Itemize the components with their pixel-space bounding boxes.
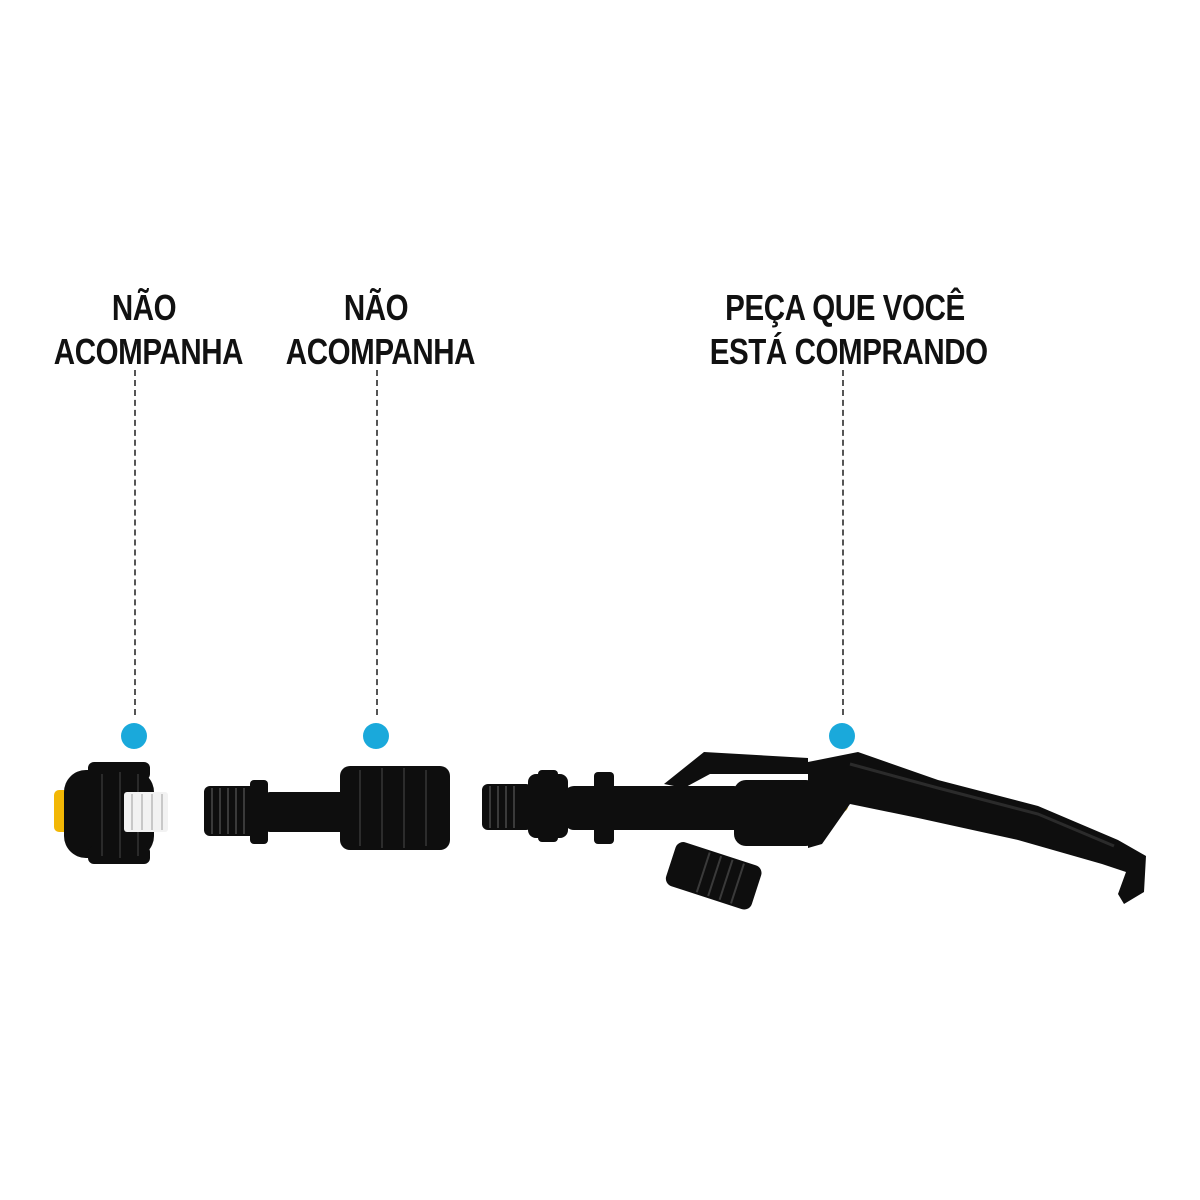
callout-label-nozzle: NÃO ACOMPANHA: [53, 286, 244, 374]
callout-line: ACOMPANHA: [53, 331, 244, 372]
marker-dot: [363, 723, 389, 749]
marker-dot: [121, 723, 147, 749]
guide-line: [134, 370, 136, 715]
callout-line: NÃO: [111, 287, 177, 328]
callout-label-handle: PEÇA QUE VOCÊ ESTÁ COMPRANDO: [709, 286, 988, 374]
callout-line: ESTÁ COMPRANDO: [709, 331, 988, 372]
callout-line: NÃO: [343, 287, 409, 328]
nozzle-cap-icon: [54, 762, 168, 864]
callout-line: PEÇA QUE VOCÊ: [725, 287, 965, 328]
spray-trigger-handle-icon: [482, 752, 1146, 910]
callout-line: ACOMPANHA: [285, 331, 476, 372]
guide-line: [376, 370, 378, 715]
callout-label-tube: NÃO ACOMPANHA: [285, 286, 476, 374]
guide-line: [842, 370, 844, 715]
extension-tube-icon: [204, 766, 450, 850]
marker-dot: [829, 723, 855, 749]
